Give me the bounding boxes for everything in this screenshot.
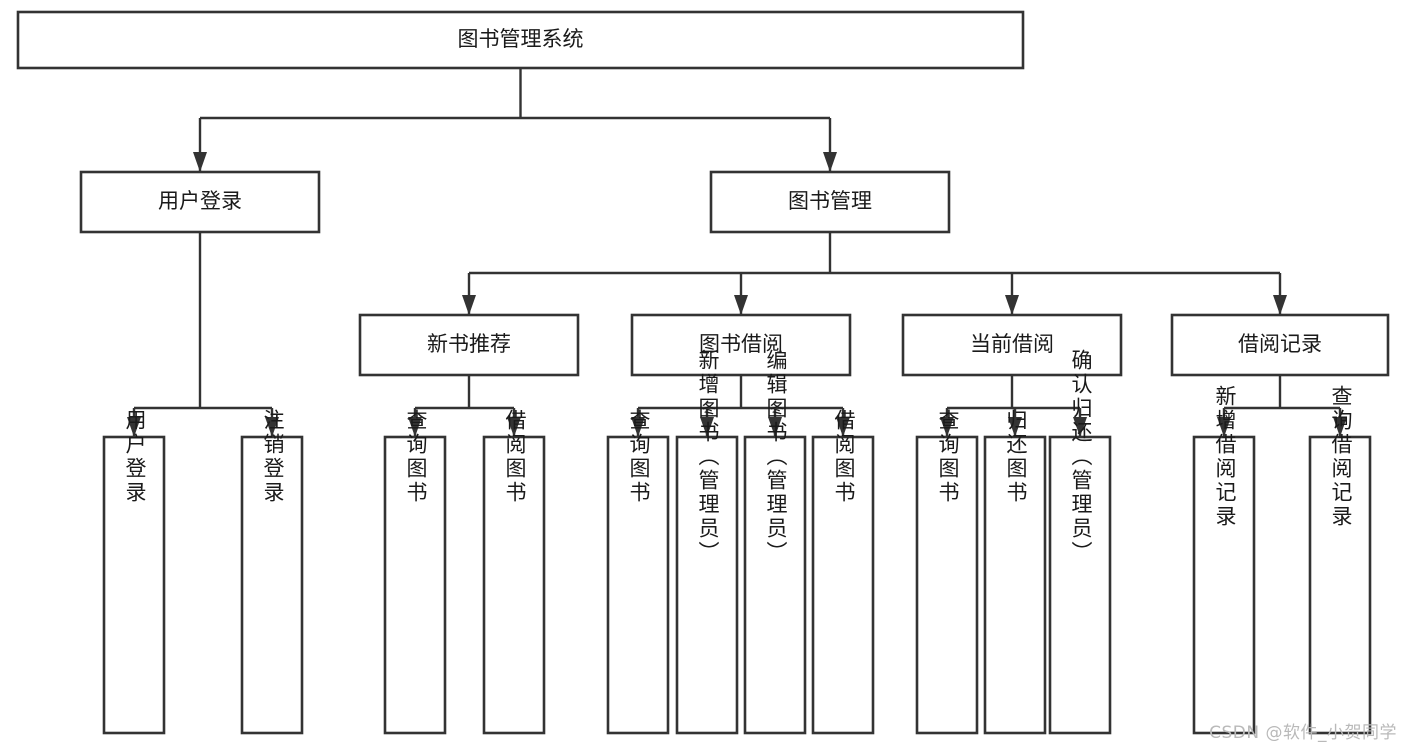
node-label: 新增借阅记录 [1213,385,1237,529]
leaf-node-8[interactable]: 查询图书 [915,409,979,735]
node-box [102,435,166,735]
node-label: 新增图书（管理员） [696,349,720,565]
arrow-head [265,417,279,437]
node-box [630,313,852,377]
node-box [79,170,321,234]
node-label: 图书借阅 [699,332,783,356]
arrow-head [1073,417,1087,437]
node-label: 借阅记录 [1238,332,1322,356]
level3-node-2[interactable]: 当前借阅 [901,313,1123,377]
arrow-head [1005,295,1019,315]
arrow-head [408,417,422,437]
node-box [709,170,951,234]
leaf-node-9[interactable]: 归还图书 [983,409,1047,735]
node-label: 查询图书 [404,409,428,505]
node-box [383,435,447,735]
arrow-head [1273,295,1287,315]
nodes-layer: 图书管理系统用户登录图书管理新书推荐图书借阅当前借阅借阅记录用户登录注销登录查询… [16,10,1390,735]
node-label: 确认归还（管理员） [1069,349,1093,565]
arrow-head [193,152,207,172]
level2-node-0[interactable]: 用户登录 [79,170,321,234]
leaf-node-7[interactable]: 借阅图书 [811,409,875,735]
arrow-head [734,295,748,315]
node-box [675,435,739,735]
leaf-node-5[interactable]: 新增图书（管理员） [675,349,739,735]
leaf-node-11[interactable]: 新增借阅记录 [1192,385,1256,735]
node-box [1308,435,1372,735]
node-label: 当前借阅 [970,332,1054,356]
leaf-node-6[interactable]: 编辑图书（管理员） [743,349,807,735]
node-label: 查询图书 [627,409,651,505]
arrow-head [1008,417,1022,437]
node-label: 用户登录 [158,189,242,213]
level3-node-1[interactable]: 图书借阅 [630,313,852,377]
node-box [1192,435,1256,735]
leaf-node-1[interactable]: 注销登录 [240,409,304,735]
arrow-head [836,417,850,437]
arrow-head [462,295,476,315]
node-box [482,435,546,735]
arrow-head [1333,417,1347,437]
node-box [16,10,1025,70]
level2-node-1[interactable]: 图书管理 [709,170,951,234]
node-label: 用户登录 [123,409,147,505]
level3-node-0[interactable]: 新书推荐 [358,313,580,377]
leaf-node-4[interactable]: 查询图书 [606,409,670,735]
arrow-head [700,417,714,437]
node-box [240,435,304,735]
node-box [358,313,580,377]
node-label: 查询图书 [936,409,960,505]
node-box [983,435,1047,735]
node-label: 图书管理系统 [458,27,584,51]
leaf-node-2[interactable]: 查询图书 [383,409,447,735]
node-label: 编辑图书（管理员） [764,349,788,565]
node-box [606,435,670,735]
edges-layer [127,68,1347,437]
node-label: 注销登录 [261,409,285,505]
csdn-watermark: CSDN @软件_小贺同学 [1209,723,1397,743]
arrow-head [127,417,141,437]
root-node-book-management-system[interactable]: 图书管理系统 [16,10,1025,70]
arrow-head [768,417,782,437]
node-box [915,435,979,735]
node-label: 图书管理 [788,189,872,213]
node-label: 借阅图书 [832,409,856,505]
leaf-node-0[interactable]: 用户登录 [102,409,166,735]
arrow-head [940,417,954,437]
arrow-head [823,152,837,172]
node-label: 新书推荐 [427,332,511,356]
level3-node-3[interactable]: 借阅记录 [1170,313,1390,377]
arrow-head [507,417,521,437]
arrow-head [631,417,645,437]
leaf-node-12[interactable]: 查询借阅记录 [1308,385,1372,735]
node-box [1170,313,1390,377]
leaf-node-10[interactable]: 确认归还（管理员） [1048,349,1112,735]
node-box [811,435,875,735]
node-box [901,313,1123,377]
node-label: 归还图书 [1004,409,1028,505]
arrow-head [1217,417,1231,437]
leaf-node-3[interactable]: 借阅图书 [482,409,546,735]
node-box [1048,435,1112,735]
node-label: 借阅图书 [503,409,527,505]
node-label: 查询借阅记录 [1329,385,1353,529]
node-box [743,435,807,735]
